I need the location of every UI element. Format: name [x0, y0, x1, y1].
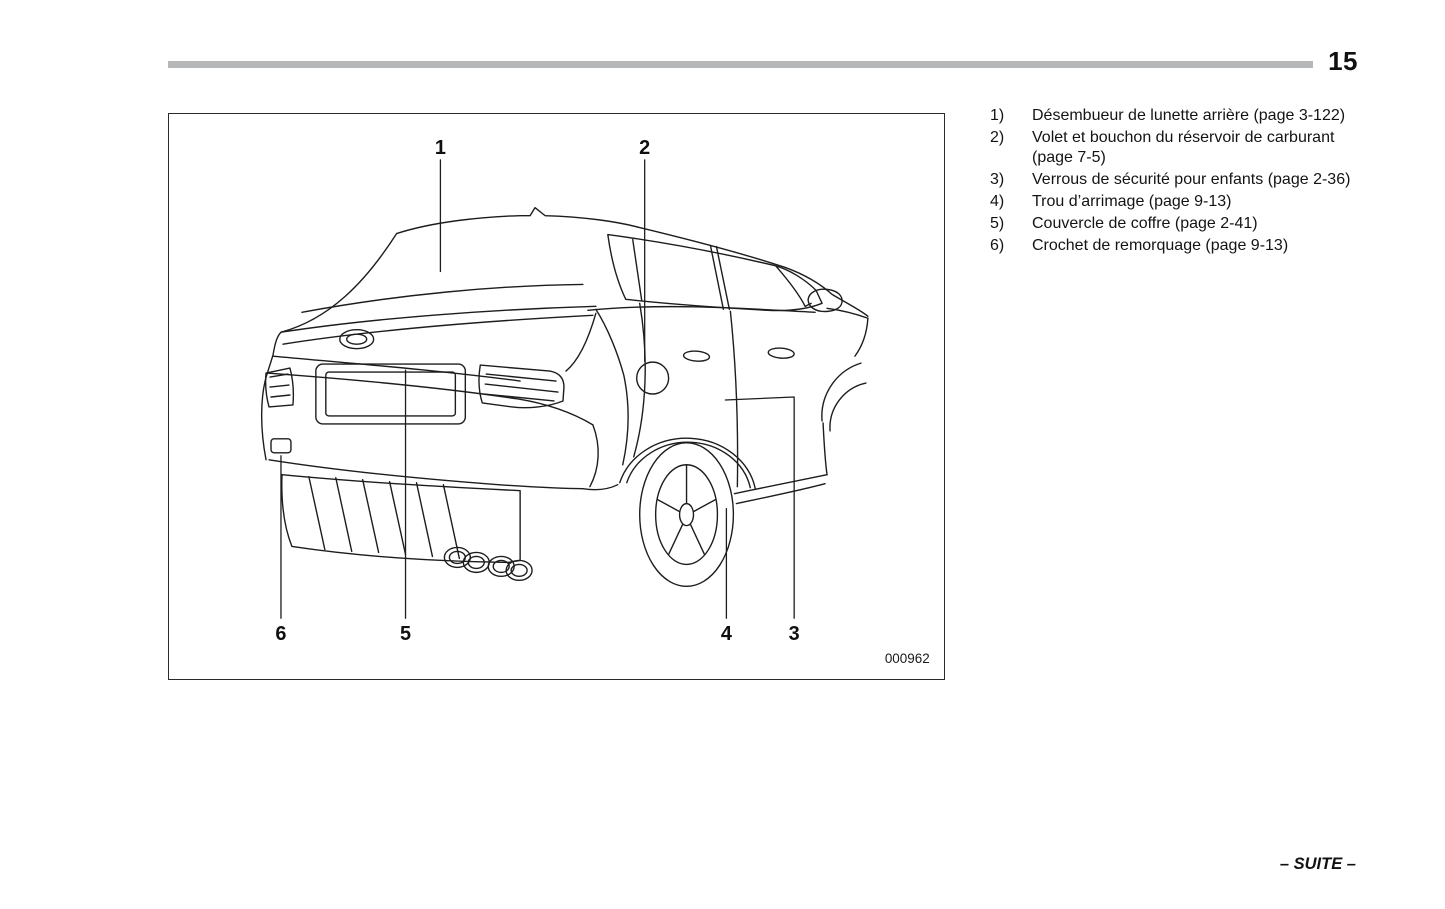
legend-item: 6) Crochet de remorquage (page 9-13) [990, 236, 1356, 256]
rear-wheel [619, 437, 756, 588]
car-rear-illustration: 1 2 3 4 5 6 000962 [260, 137, 930, 666]
callout-label-4: 4 [721, 623, 732, 645]
doors [633, 302, 795, 488]
legend-item-text: Verrous de sécurité pour enfants (page 2… [1032, 171, 1351, 188]
legend-item-number: 3) [990, 171, 1005, 188]
tail-light-right [478, 364, 565, 409]
rocker-panel [733, 474, 828, 505]
brand-badge [339, 329, 375, 350]
legend-item: 5) Couvercle de coffre (page 2-41) [990, 214, 1356, 234]
legend-item-number: 4) [990, 193, 1005, 210]
legend-item: 2) Volet et bouchon du réservoir de carb… [990, 128, 1356, 168]
legend-item: 3) Verrous de sécurité pour enfants (pag… [990, 170, 1356, 190]
side-mirror [804, 288, 843, 313]
legend-item-text: Désembueur de lunette arrière (page 3-12… [1032, 107, 1346, 124]
parts-legend: 1) Désembueur de lunette arrière (page 3… [990, 106, 1356, 258]
callout-label-6: 6 [275, 623, 286, 645]
rear-bumper [266, 355, 619, 491]
header-rule [168, 61, 1313, 68]
car-body-outline [260, 206, 869, 466]
legend-item-number: 5) [990, 215, 1005, 232]
callout-leader-lines [280, 159, 795, 619]
legend-item-number: 6) [990, 237, 1005, 254]
legend-item-text: Crochet de remorquage (page 9-13) [1032, 237, 1289, 254]
license-plate-recess [315, 363, 467, 425]
exhaust-tips [443, 546, 533, 582]
legend-item-number: 2) [990, 129, 1005, 146]
continuation-marker: – SUITE – [1279, 855, 1356, 873]
legend-item-text: Trou d’arrimage (page 9-13) [1032, 193, 1232, 210]
fuel-door [636, 361, 670, 395]
callout-label-2: 2 [639, 137, 650, 159]
figure-box: 1 2 3 4 5 6 000962 [168, 113, 945, 680]
callout-label-1: 1 [435, 137, 446, 159]
diffuser [281, 474, 521, 564]
legend-item-text: Couvercle de coffre (page 2-41) [1032, 215, 1258, 232]
legend-item-text: Volet et bouchon du réservoir de carbu­r… [1032, 129, 1335, 166]
side-windows [607, 233, 823, 312]
legend-item-number: 1) [990, 107, 1005, 124]
legend-item: 4) Trou d’arrimage (page 9-13) [990, 192, 1356, 212]
legend-item: 1) Désembueur de lunette arrière (page 3… [990, 106, 1356, 126]
callout-label-5: 5 [400, 623, 411, 645]
tow-hook-cover [270, 438, 292, 454]
figure-code: 000962 [885, 651, 930, 666]
page-number: 15 [1328, 46, 1358, 76]
callout-label-3: 3 [789, 623, 800, 645]
front-wheel [821, 362, 867, 476]
